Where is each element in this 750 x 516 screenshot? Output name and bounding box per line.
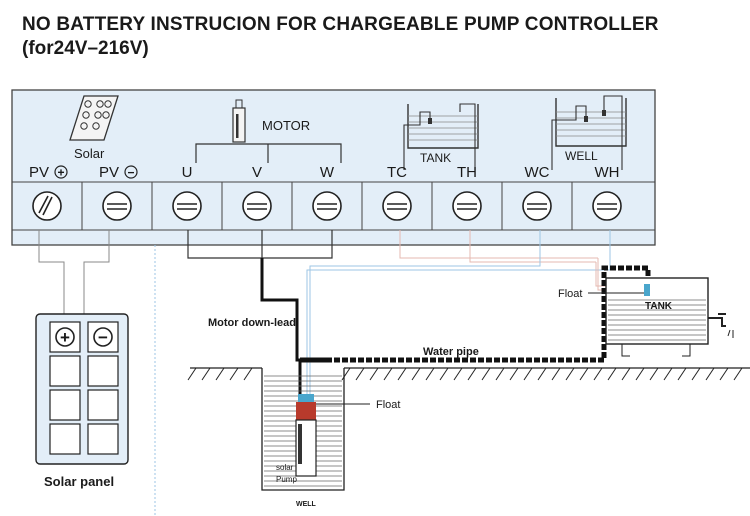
terminal-screw-u[interactable] — [172, 191, 202, 221]
ground-hatch-mark — [397, 367, 407, 381]
motor-icon — [195, 99, 342, 163]
terminal-sign-pv-minus: − — [127, 166, 134, 180]
terminal-screw-th[interactable] — [452, 191, 482, 221]
ground-hatch-mark — [537, 367, 547, 381]
tank-icon — [403, 103, 479, 170]
ground-hatch-mark — [565, 367, 575, 381]
ground-hatch-mark — [467, 367, 477, 381]
solar-plus-cell — [49, 321, 81, 353]
well-icon-label: WELL — [565, 149, 598, 163]
screw-slot — [38, 195, 49, 214]
terminal-screw-pv-minus[interactable] — [102, 191, 132, 221]
ground-hatch-mark — [677, 367, 687, 381]
solar-minus-icon — [93, 327, 113, 347]
ground-hatch-mark — [607, 367, 617, 381]
well-icon — [551, 95, 627, 170]
pump-top — [296, 402, 316, 420]
terminal-dividers — [81, 182, 573, 230]
ground-hatch-mark — [215, 367, 225, 381]
terminal-screw-wc[interactable] — [522, 191, 552, 221]
ground-hatch-mark — [509, 367, 519, 381]
ground-hatch-mark — [663, 367, 673, 381]
terminal-sign-icon — [124, 165, 138, 179]
terminal-screw-w[interactable] — [312, 191, 342, 221]
ground-hatch-mark — [383, 367, 393, 381]
ground-hatch-mark — [411, 367, 421, 381]
screw-slot — [42, 196, 53, 216]
terminal-label-v: V — [252, 164, 262, 181]
terminal-label-u: U — [182, 164, 193, 181]
terminal-label-wc: WC — [525, 164, 550, 181]
ground-hatch — [187, 367, 743, 381]
terminal-label-tc: TC — [387, 164, 407, 181]
terminal-label-th: TH — [457, 164, 477, 181]
solar-module-icon — [69, 95, 119, 141]
ground-hatch-mark — [635, 367, 645, 381]
pump-label-1: solar — [276, 463, 294, 472]
pump-label-2: Pump — [276, 475, 297, 484]
ground-hatch-mark — [593, 367, 603, 381]
terminal-label-pv-minus: PV — [99, 164, 119, 181]
ground-hatch-mark — [621, 367, 631, 381]
ground-hatch-mark — [425, 367, 435, 381]
tank-label: TANK — [645, 301, 673, 312]
ground-hatch-mark — [355, 367, 365, 381]
terminal-sign-pv-plus: + — [57, 166, 64, 180]
well-float-icon — [298, 394, 314, 402]
well — [261, 368, 345, 491]
water-pipe-label: Water pipe — [423, 346, 479, 358]
terminal-screw-tc[interactable] — [382, 191, 412, 221]
well-label: WELL — [296, 501, 317, 508]
ground-hatch-mark — [719, 367, 729, 381]
well-float-label: Float — [376, 399, 400, 411]
terminal-label-w: W — [320, 164, 335, 181]
motor-wires — [187, 230, 333, 259]
ground-hatch-mark — [187, 367, 197, 381]
ground-hatch-mark — [201, 367, 211, 381]
tank-icon-label: TANK — [420, 151, 451, 165]
ground-hatch-mark — [691, 367, 701, 381]
solar-plus-icon — [55, 327, 75, 347]
ground-hatch-mark — [523, 367, 533, 381]
ground-hatch-mark — [243, 367, 253, 381]
solar-panel — [35, 313, 129, 465]
water-pipe — [326, 265, 651, 363]
ground-hatch-mark — [481, 367, 491, 381]
page-subtitle: (for24V–216V) — [22, 38, 149, 59]
motor-down-lead-label: Motor down-lead — [208, 317, 296, 329]
ground-hatch-mark — [733, 367, 743, 381]
ground-hatch-mark — [369, 367, 379, 381]
motor-down-lead-cable — [260, 258, 302, 395]
ground-hatch-mark — [551, 367, 561, 381]
motor-label: MOTOR — [262, 118, 310, 133]
ground-hatch-mark — [495, 367, 505, 381]
ground-hatch-mark — [649, 367, 659, 381]
ground-hatch-mark — [229, 367, 239, 381]
solar-label: Solar — [74, 146, 105, 161]
solar-minus-sign: − — [98, 328, 108, 347]
tank-float-icon — [644, 284, 650, 296]
solar-panel-label: Solar panel — [44, 474, 114, 489]
terminal-label-wh: WH — [595, 164, 620, 181]
ground-hatch-mark — [705, 367, 715, 381]
solar-plus-sign: + — [60, 328, 70, 347]
terminal-screws — [32, 191, 622, 221]
terminal-label-pv-plus: PV — [29, 164, 49, 181]
pv-wires — [38, 230, 110, 318]
terminal-screw-wh[interactable] — [592, 191, 622, 221]
ground-hatch-mark — [341, 367, 351, 381]
tank-float-label: Float — [558, 288, 582, 300]
terminal-sign-icon — [54, 165, 68, 179]
storage-tank — [605, 277, 734, 357]
page-title: NO BATTERY INSTRUCION FOR CHARGEABLE PUM… — [22, 14, 659, 35]
ground-hatch-mark — [453, 367, 463, 381]
solar-minus-cell — [87, 321, 119, 353]
ground-hatch-mark — [439, 367, 449, 381]
terminal-screw-v[interactable] — [242, 191, 272, 221]
float-wires — [306, 230, 640, 395]
ground-hatch-mark — [579, 367, 589, 381]
